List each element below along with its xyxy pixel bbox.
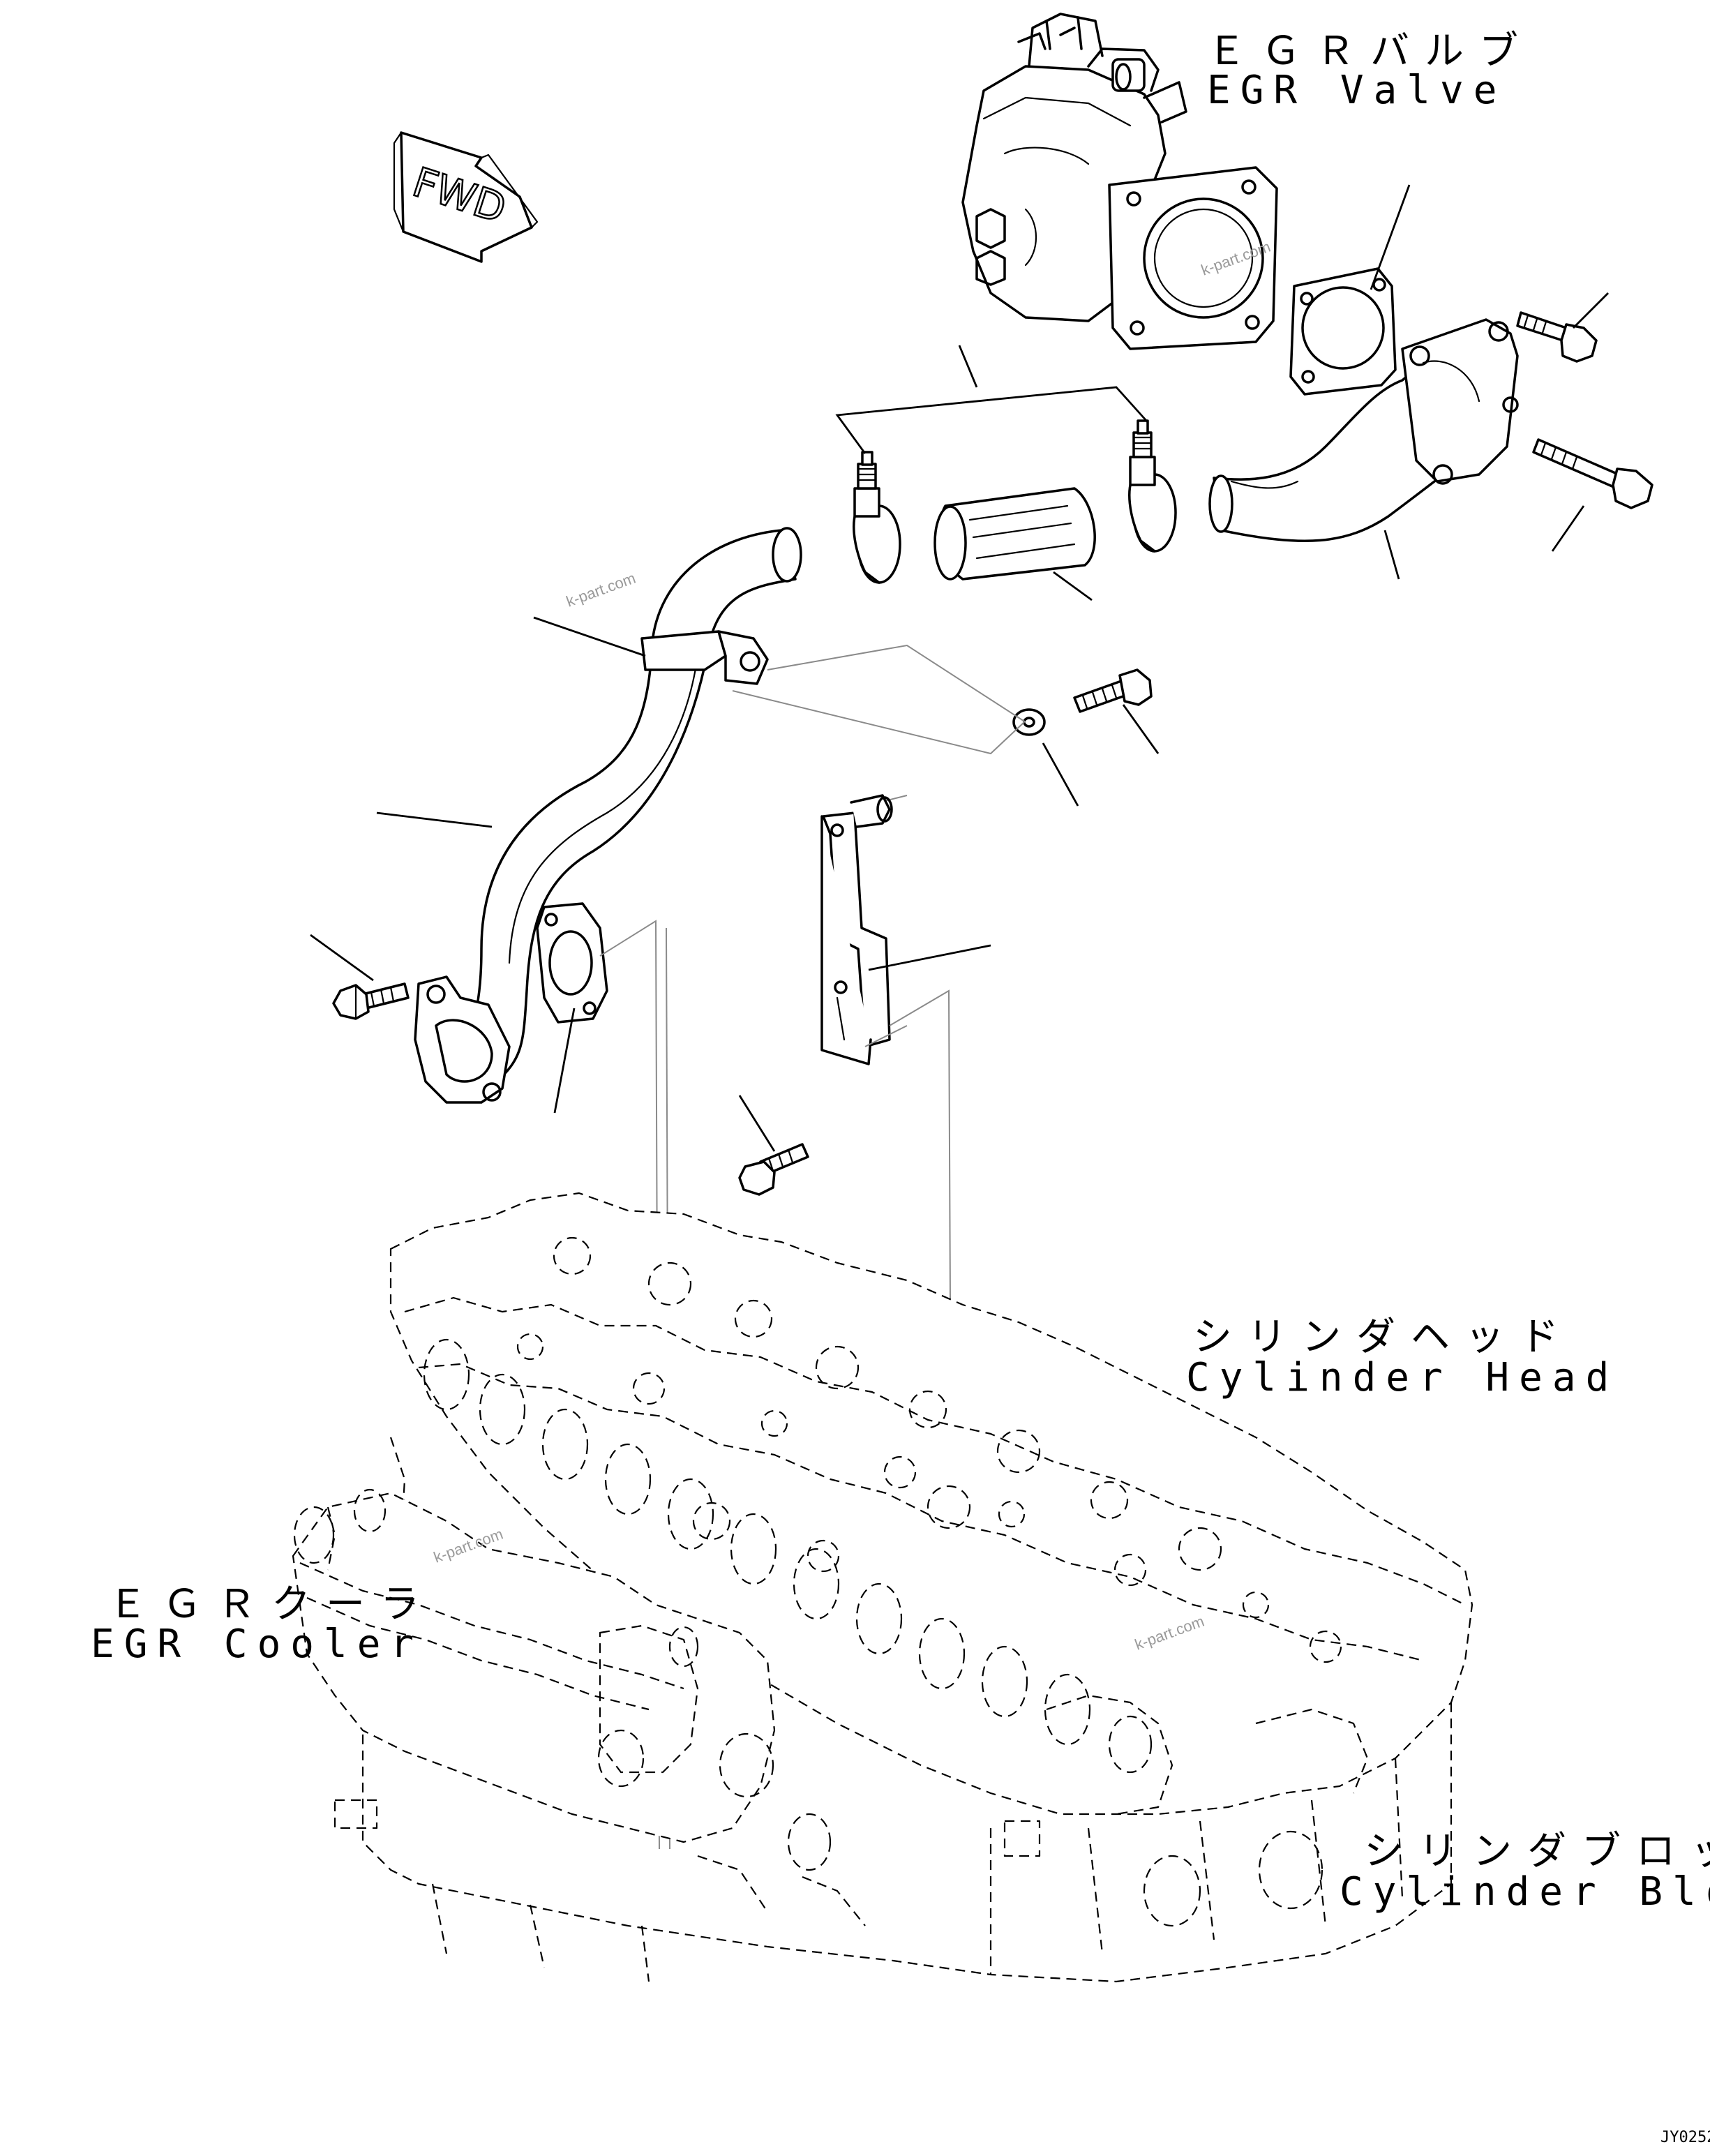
leader-line: [1383, 530, 1400, 580]
hose-clamp-left: [853, 451, 901, 584]
egr-cooler-label-jp: ＥＧＲクーラ: [108, 1582, 435, 1627]
head-bosses: [516, 1236, 1342, 1663]
leader-line: [868, 944, 991, 971]
egr-valve-label-jp: ＥＧＲバルブ: [1207, 29, 1533, 74]
leader-line: [1370, 184, 1411, 290]
gasket-lower: [536, 902, 608, 1024]
egr-cooler-label: ＥＧＲクーラ EGR Cooler: [91, 1582, 435, 1667]
head-ports: [423, 1338, 1091, 1746]
leader-line: [1573, 292, 1609, 329]
drawing-code: JY025226: [1660, 2129, 1710, 2146]
cylinder-head-label-jp: シリンダヘッド: [1193, 1315, 1574, 1360]
fwd-arrow-icon: FWD: [393, 131, 539, 263]
leader-line: [958, 345, 978, 388]
gasket-upper: [1289, 267, 1397, 396]
leader-line: [376, 811, 493, 828]
washer: [1012, 708, 1046, 736]
leader-line: [1053, 571, 1093, 601]
bolt-icon: [332, 982, 410, 1020]
egr-pipe-main: k-part.com: [414, 527, 802, 1104]
leader-line: [835, 386, 1149, 454]
bolt-icon: [738, 1143, 809, 1196]
egr-valve-label-en: EGR Valve: [1207, 68, 1506, 113]
leader-line: [1042, 742, 1079, 807]
egr-cooler-label-en: EGR Cooler: [91, 1622, 423, 1667]
cylinder-block-label: シリンダブロック Cylinder Block: [1340, 1829, 1710, 1915]
phantom-line: [732, 644, 1026, 755]
connector-hose: [933, 487, 1096, 581]
cylinder-block-label-en: Cylinder Block: [1340, 1869, 1710, 1915]
leader-line: [553, 1008, 576, 1114]
egr-pipe-upper: [1208, 318, 1519, 542]
bolt-icon: [1516, 311, 1598, 363]
cylinder-head-label: シリンダヘッド Cylinder Head: [1186, 1315, 1619, 1400]
cylinder-head-label-en: Cylinder Head: [1186, 1355, 1619, 1400]
cylinder-block-label-jp: シリンダブロック: [1364, 1829, 1710, 1874]
leader-line: [1551, 505, 1585, 552]
leader-line: [1122, 704, 1160, 754]
engine-assembly: k-part.com k-part.com: [292, 1192, 1473, 1983]
bolt-icon: [1073, 668, 1153, 713]
support-bracket: [820, 794, 893, 1065]
leader-line: [533, 616, 646, 657]
phantom-line: [864, 1025, 908, 1047]
leader-line: [738, 1095, 776, 1152]
egr-valve: k-part.com: [961, 13, 1278, 350]
leader-line: [310, 934, 374, 982]
fwd-label: FWD: [407, 158, 512, 233]
egr-valve-label: ＥＧＲバルブ EGR Valve: [1207, 29, 1533, 113]
watermark: k-part.com: [564, 569, 638, 611]
hose-clamp-right: [1128, 419, 1177, 553]
bolt-icon: [1532, 438, 1653, 509]
